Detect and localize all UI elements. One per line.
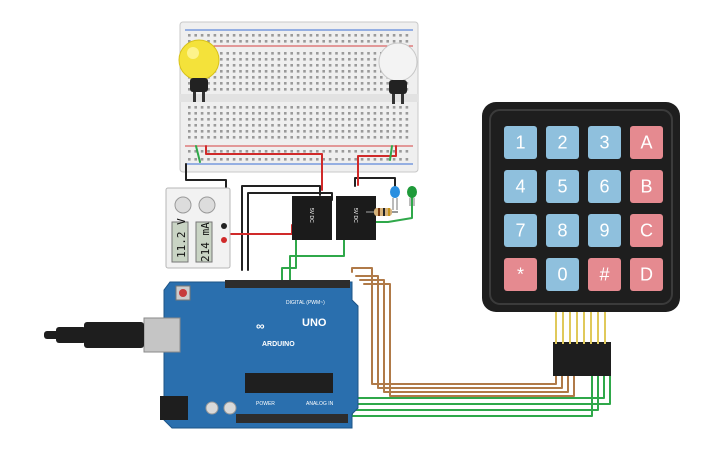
keypad-key-1-3[interactable]: B (630, 170, 663, 203)
keypad-key-label: B (640, 177, 652, 197)
led-blue[interactable] (390, 186, 400, 210)
positive-terminal[interactable] (221, 237, 227, 243)
keypad-key-label: 9 (599, 221, 609, 241)
arduino-logo: ∞ (256, 319, 265, 333)
keypad-connector (553, 342, 611, 376)
keypad-key-0-1[interactable]: 2 (546, 126, 579, 159)
power-supply[interactable]: 11.2 V 214 mA (165, 187, 231, 269)
arduino-uno-board[interactable]: ∞ ARDUINO UNO DIGITAL (PWM~) ANALOG IN P… (143, 280, 359, 429)
keypad-key-3-0[interactable]: * (504, 258, 537, 291)
keypad-key-2-0[interactable]: 7 (504, 214, 537, 247)
keypad-ribbon (555, 312, 606, 344)
keypad-key-label: * (517, 265, 524, 285)
keypad-key-0-0[interactable]: 1 (504, 126, 537, 159)
keypad-key-label: 2 (557, 133, 567, 153)
keypad-key-label: C (640, 221, 653, 241)
arduino-model: UNO (302, 317, 327, 329)
resistor[interactable] (366, 208, 398, 216)
reset-button-cap[interactable] (179, 289, 187, 297)
keypad-key-label: 4 (515, 177, 525, 197)
keypad-key-label: 3 (599, 133, 609, 153)
digital-label: DIGITAL (PWM~) (286, 300, 325, 306)
led-green[interactable] (407, 186, 417, 206)
usb-port (143, 317, 181, 353)
current-display: 214 mA (195, 221, 213, 263)
keypad-key-1-2[interactable]: 6 (588, 170, 621, 203)
analog-label: ANALOG IN (306, 401, 334, 407)
keypad-key-label: D (640, 265, 653, 285)
keypad-key-2-3[interactable]: C (630, 214, 663, 247)
svg-text:5V DC: 5V DC (352, 208, 358, 223)
keypad-key-0-3[interactable]: A (630, 126, 663, 159)
relay-1[interactable]: 5V DC (292, 196, 332, 240)
keypad-key-label: 0 (557, 265, 567, 285)
power-analog-header (236, 414, 348, 423)
digital-header (225, 280, 350, 288)
usb-cable (44, 322, 144, 348)
relay-2[interactable]: 5V DC (336, 196, 376, 240)
keypad-key-0-2[interactable]: 3 (588, 126, 621, 159)
keypad-key-label: 7 (515, 221, 525, 241)
keypad-key-2-2[interactable]: 9 (588, 214, 621, 247)
keypad-key-label: 5 (557, 177, 567, 197)
keypad-key-label: # (599, 265, 609, 285)
dc-jack (160, 396, 188, 420)
breadboard[interactable] (179, 21, 419, 173)
arduino-brand: ARDUINO (262, 341, 295, 348)
keypad-key-1-0[interactable]: 4 (504, 170, 537, 203)
keypad-key-3-1[interactable]: 0 (546, 258, 579, 291)
keypad-4x4[interactable]: 1 2 3 A 4 5 6 B 7 8 9 C * 0 # D (482, 102, 680, 376)
breadboard-holes (188, 34, 409, 161)
light-bulb-lit[interactable] (178, 39, 220, 102)
keypad-key-label: 1 (515, 133, 525, 153)
negative-terminal[interactable] (221, 223, 227, 229)
keypad-key-1-1[interactable]: 5 (546, 170, 579, 203)
atmega-chip (245, 373, 333, 393)
current-value: 214 mA (199, 222, 212, 262)
keypad-key-label: A (640, 133, 652, 153)
voltage-display: 11.2 V (171, 218, 189, 263)
keypad-key-2-1[interactable]: 8 (546, 214, 579, 247)
power-label: POWER (256, 401, 275, 407)
light-bulb-off[interactable] (378, 42, 418, 104)
voltage-value: 11.2 V (175, 218, 188, 258)
keypad-key-label: 8 (557, 221, 567, 241)
svg-text:5V DC: 5V DC (308, 208, 314, 223)
keypad-key-3-2[interactable]: # (588, 258, 621, 291)
keypad-key-3-3[interactable]: D (630, 258, 663, 291)
keypad-key-label: 6 (599, 177, 609, 197)
